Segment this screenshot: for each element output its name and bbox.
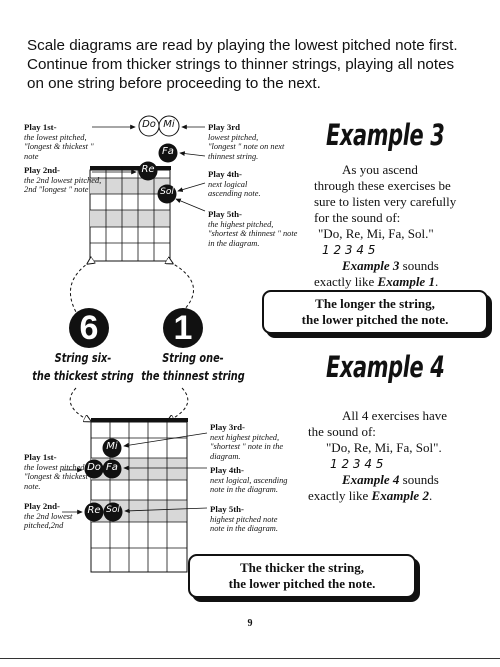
- note-do-label-2: Do: [87, 462, 101, 473]
- note-re-label-2: Re: [87, 505, 101, 516]
- note-mi-dot-2: [102, 438, 122, 458]
- intro-line: on one string before proceeding to the n…: [27, 75, 321, 92]
- label-play-1st-2: Play 1st- the lowest pitched, "longest &…: [24, 452, 92, 491]
- note-sol-label: Sol: [160, 187, 174, 197]
- fretboard-diagram-1: [89, 166, 171, 262]
- label-play-5th: Play 5th- the highest pitched, "shortest…: [208, 209, 298, 248]
- string-six-label: String six- the thickest string: [32, 350, 134, 383]
- note-re-dot: [138, 161, 158, 181]
- note-fa-dot-2: [102, 459, 122, 479]
- intro-paragraph: Scale diagrams are read by playing the l…: [27, 36, 487, 93]
- string-one-label: String one- the thinnest string: [141, 350, 245, 383]
- string-six-circle: 6: [69, 308, 109, 348]
- note-sol-label-2: Sol: [106, 505, 120, 515]
- page-number: 9: [247, 618, 253, 629]
- note-do-dot-2: [84, 459, 104, 479]
- note-sol-dot-2: [103, 502, 123, 522]
- note-fa-dot: [158, 143, 178, 163]
- example-3-note-numbers: 1 2 3 4 5: [322, 243, 376, 257]
- intro-line: Scale diagrams are read by playing the l…: [27, 37, 458, 54]
- example-4-note-numbers: 1 2 3 4 5: [330, 457, 384, 471]
- label-play-1st: Play 1st- the lowest pitched, "longest &…: [24, 122, 94, 161]
- label-play-3rd-2: Play 3rd- next highest pitched, "shortes…: [210, 422, 284, 461]
- label-play-3rd: Play 3rd lowest pitched, "longest " note…: [208, 122, 285, 161]
- note-mi-open: [158, 115, 180, 137]
- label-play-4th: Play 4th- next logical ascending note.: [208, 169, 261, 199]
- note-re-label: Re: [141, 164, 155, 175]
- intro-line: Continue from thicker strings to thinner…: [27, 56, 455, 73]
- note-re-dot-2: [84, 502, 104, 522]
- string-one-circle: 1: [163, 308, 203, 348]
- callout-box-longer-string: The longer the string, the lower pitched…: [262, 290, 488, 334]
- example-4-title: Example 4: [326, 350, 445, 384]
- note-mi-label-2: Mi: [106, 441, 118, 452]
- note-do-label: Do: [142, 119, 156, 130]
- note-fa-label-2: Fa: [106, 462, 118, 473]
- label-play-2nd: Play 2nd- the 2nd lowest pitched, 2nd "l…: [24, 165, 102, 195]
- note-mi-label: Mi: [163, 119, 175, 130]
- label-play-4th-2: Play 4th- next logical, ascending note i…: [210, 465, 288, 495]
- example-3-body: As you ascend through these exercises be…: [314, 162, 490, 290]
- label-play-2nd-2: Play 2nd- the 2nd lowest pitched,2nd: [24, 501, 73, 531]
- example-3-title: Example 3: [326, 118, 445, 152]
- example-4-body: All 4 exercises have the sound of: "Do, …: [308, 408, 488, 504]
- footer-rule: [0, 658, 500, 659]
- label-play-5th-2: Play 5th- highest pitched note note in t…: [210, 504, 278, 534]
- note-fa-label: Fa: [162, 146, 174, 157]
- note-sol-dot: [157, 184, 177, 204]
- callout-box-thicker-string: The thicker the string, the lower pitche…: [188, 554, 416, 598]
